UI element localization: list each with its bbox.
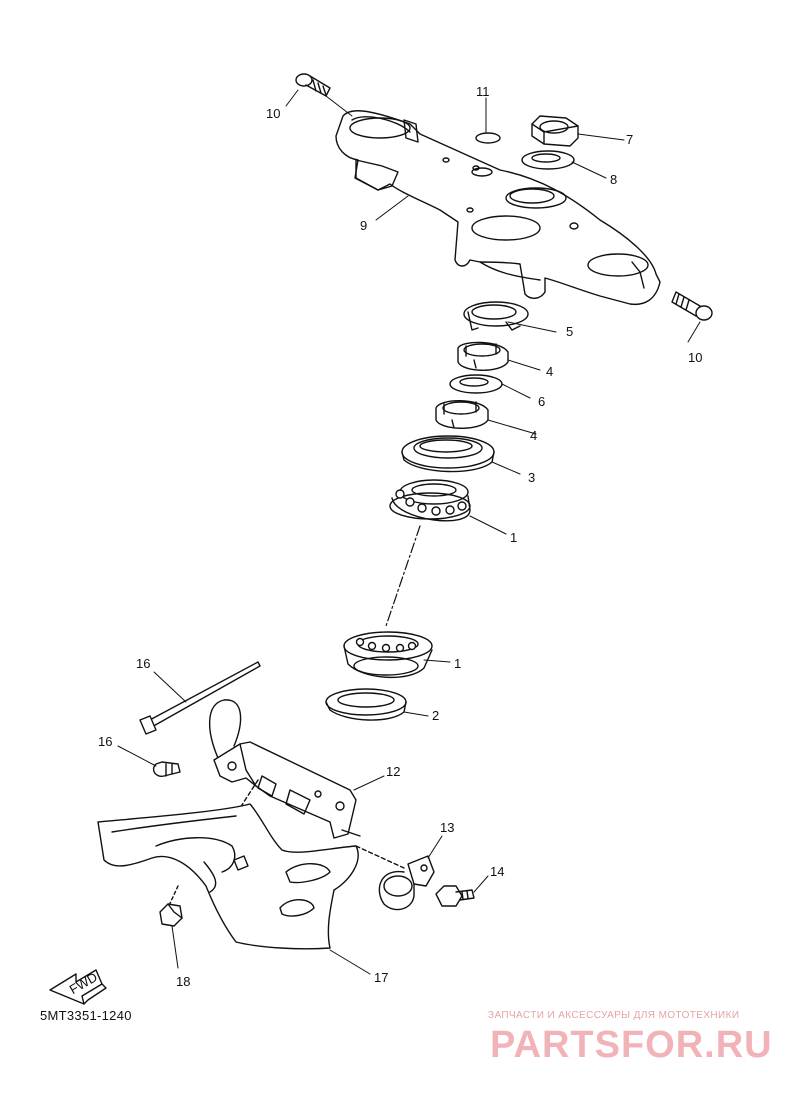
washer-6-part: [449, 374, 503, 394]
callout-12: 12: [386, 764, 400, 779]
ring-nut-4-lower-part: [435, 400, 489, 429]
assembly-axis-line: [385, 525, 421, 627]
bolt-10-lower-part: [671, 291, 713, 321]
leader-lines: [117, 89, 701, 975]
callout-14: 14: [490, 864, 504, 879]
callout-16: 16: [136, 656, 150, 671]
callout-1-lower: 1: [454, 656, 461, 671]
bearing-1-upper-part: [389, 479, 471, 522]
lock-washer-5-part: [463, 301, 529, 331]
ring-nut-4-upper-part: [457, 341, 509, 371]
callout-4-upper: 4: [546, 364, 553, 379]
callout-5: 5: [566, 324, 573, 339]
washer-8-part: [521, 150, 575, 170]
callout-3: 3: [528, 470, 535, 485]
callout-13: 13: [440, 820, 454, 835]
callout-1-upper: 1: [510, 530, 517, 545]
bolt-10-upper-part: [295, 73, 331, 97]
callout-10-top: 10: [266, 106, 280, 121]
seal-2-part: [325, 688, 407, 721]
callout-2: 2: [432, 708, 439, 723]
callout-4-lower: 4: [530, 428, 537, 443]
callout-8: 8: [610, 172, 617, 187]
watermark-tagline: ЗАПЧАСТИ И АКСЕССУАРЫ ДЛЯ МОТОТЕХНИКИ: [488, 1010, 740, 1021]
nut-7-part: [531, 115, 579, 147]
callout-10-right: 10: [688, 350, 702, 365]
cover-3-part: [401, 435, 495, 473]
callout-11: 11: [476, 84, 490, 99]
callout-18: 18: [176, 974, 190, 989]
bearing-1-lower-part: [343, 631, 433, 678]
callout-17: 17: [374, 970, 388, 985]
callout-15: 16: [98, 734, 112, 749]
upper-bracket-part: [335, 110, 661, 306]
callout-6: 6: [538, 394, 545, 409]
watermark-brand-logo: PARTSFOR.RU: [490, 1024, 773, 1066]
diagram-code: 5MT3351-1240: [40, 1008, 132, 1023]
bolt-15-part: [152, 761, 181, 778]
clamp-13-part: [355, 845, 435, 911]
cap-11-part: [475, 132, 501, 144]
cable-tie-16-part: [139, 661, 261, 735]
cover-17-part: [97, 803, 359, 950]
bolt-18-part: [159, 903, 183, 927]
bolt-14-part: [435, 885, 475, 907]
callout-9: 9: [360, 218, 367, 233]
fwd-arrow-icon: [49, 969, 107, 1005]
callout-7: 7: [626, 132, 633, 147]
